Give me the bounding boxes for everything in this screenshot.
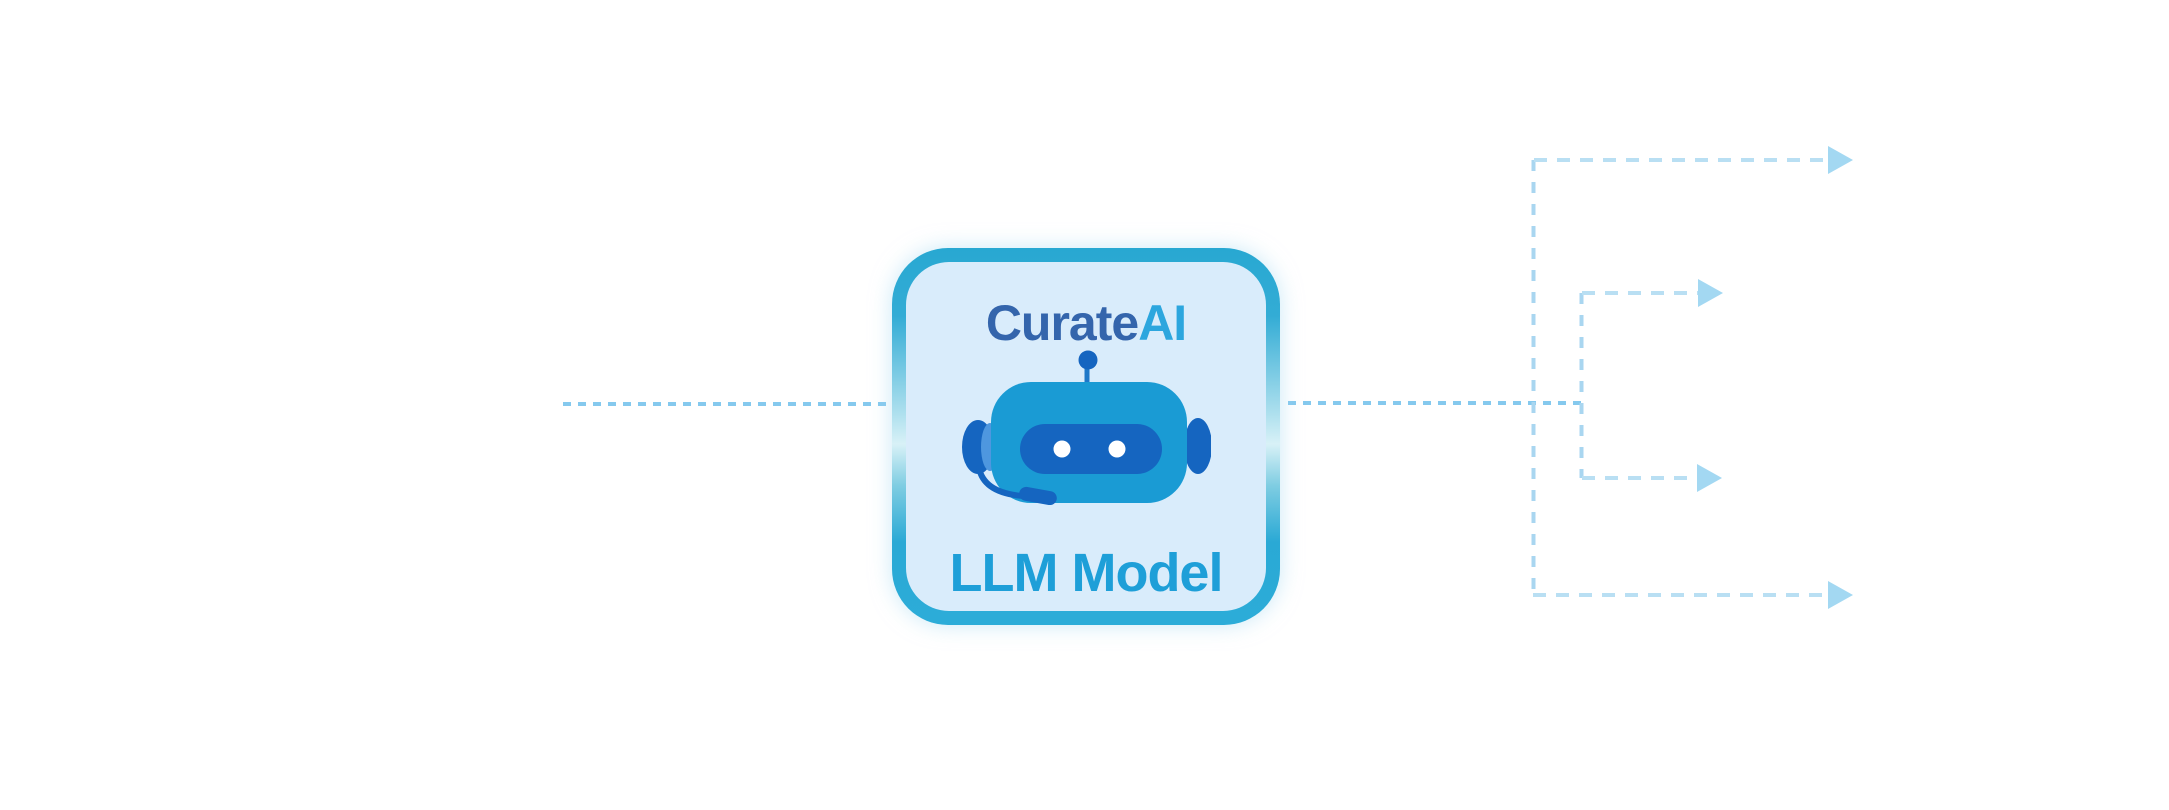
robot-mic-boom bbox=[976, 465, 1026, 499]
robot-eye-right bbox=[1108, 440, 1126, 458]
arrow-icon-mid-upper bbox=[1698, 279, 1723, 307]
robot-mic-capsule bbox=[1019, 486, 1057, 505]
llm-model-node-body: CurateAI LLM Model bbox=[906, 262, 1266, 611]
llm-model-node: CurateAI LLM Model bbox=[892, 248, 1280, 625]
node-title: CurateAI bbox=[906, 298, 1266, 348]
arrow-icon-bottom bbox=[1828, 581, 1853, 609]
arrow-icon-top bbox=[1828, 146, 1853, 174]
robot-icon bbox=[962, 350, 1211, 505]
robot-eye-left bbox=[1053, 440, 1071, 458]
robot-ear-right bbox=[1184, 418, 1211, 474]
arrow-icon-mid-lower bbox=[1697, 464, 1722, 492]
node-title-curate: Curate bbox=[985, 295, 1139, 351]
robot-antenna-ball bbox=[1078, 350, 1098, 370]
robot-visor bbox=[1020, 424, 1162, 474]
node-subtitle: LLM Model bbox=[949, 543, 1224, 603]
node-title-ai: AI bbox=[1138, 295, 1187, 351]
